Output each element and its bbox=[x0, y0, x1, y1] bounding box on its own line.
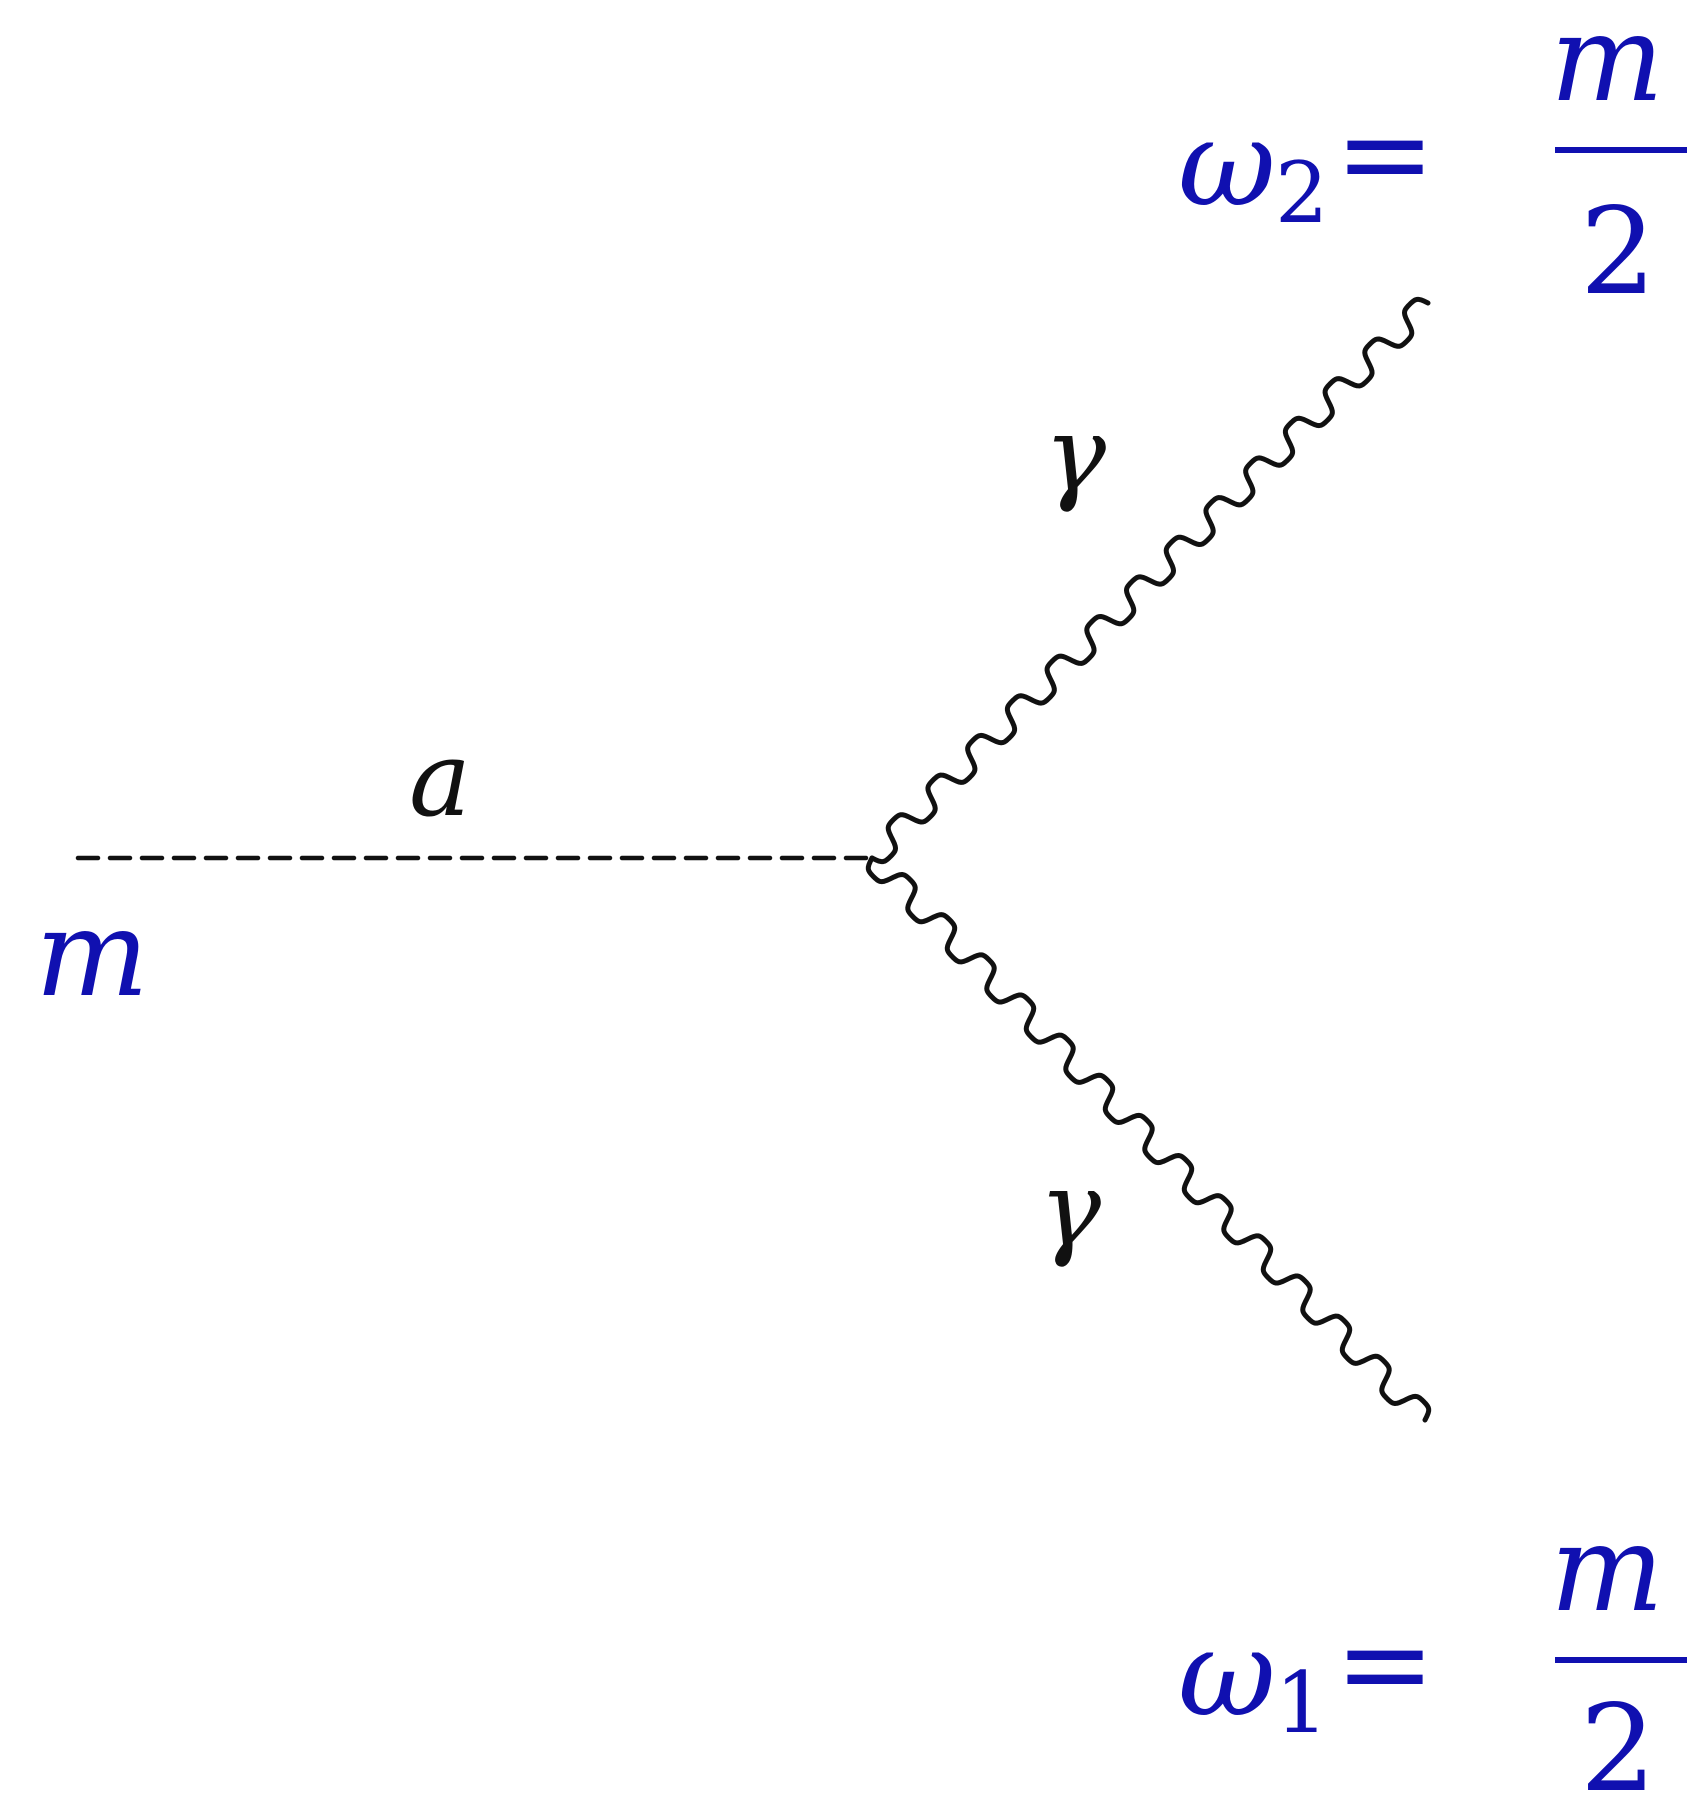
omega2-numerator: m bbox=[1550, 0, 1664, 129]
omega1-equals: = bbox=[1335, 1595, 1436, 1734]
omega2-equals: = bbox=[1335, 85, 1436, 224]
omega2-equation: ω 2 = m 2 bbox=[1178, 0, 1687, 322]
omega1-fraction-bar bbox=[1555, 1657, 1687, 1663]
omega1-equation: ω 1 = m 2 bbox=[1178, 1500, 1687, 1793]
photon-lower-label: γ bbox=[1039, 1148, 1102, 1270]
omega2-symbol: ω bbox=[1178, 95, 1276, 234]
photon-upper-wavy-line bbox=[869, 296, 1431, 865]
omega2-denominator: 2 bbox=[1580, 183, 1656, 322]
mass-label: m bbox=[35, 885, 149, 1024]
omega1-denominator: 2 bbox=[1580, 1680, 1656, 1793]
axion-label: a bbox=[409, 718, 471, 840]
photon-upper-label: γ bbox=[1044, 393, 1107, 515]
photon-lower-wavy-line bbox=[865, 855, 1432, 1423]
omega2-subscript: 2 bbox=[1275, 144, 1328, 242]
omega1-subscript: 1 bbox=[1275, 1654, 1328, 1752]
omega2-fraction-bar bbox=[1555, 147, 1687, 153]
omega1-numerator: m bbox=[1550, 1500, 1664, 1639]
omega1-symbol: ω bbox=[1178, 1605, 1276, 1744]
